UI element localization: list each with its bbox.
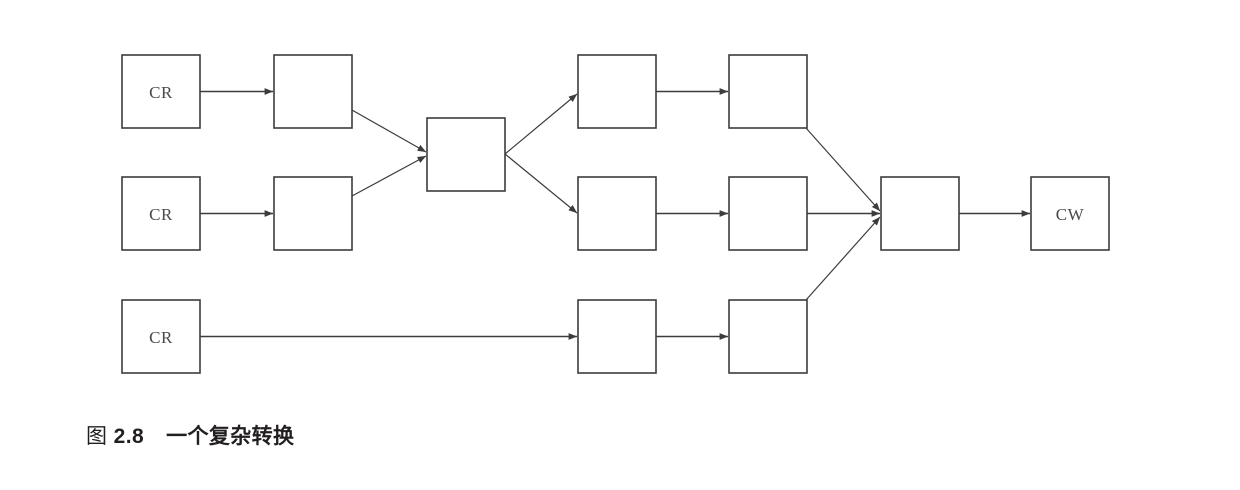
edge-merge1-to-n4a	[504, 153, 578, 214]
caption-number: 2.8	[113, 425, 145, 448]
node-n4b[interactable]	[728, 176, 808, 251]
caption-prefix: 图	[86, 425, 108, 448]
edge-group	[200, 88, 1031, 340]
edge-n2b-to-merge1	[351, 155, 427, 197]
node-merge2[interactable]	[880, 176, 960, 251]
node-cr3-label: CR	[149, 328, 173, 347]
node-n5b[interactable]	[728, 299, 808, 374]
edge-merge1-to-n3a	[504, 93, 578, 155]
node-n3a[interactable]	[577, 54, 657, 129]
node-group: CR CR	[121, 54, 1110, 374]
node-cw-label: CW	[1056, 205, 1085, 224]
node-cw[interactable]: CW	[1030, 176, 1110, 251]
figure-caption: 图 2.8 一个复杂转换	[86, 420, 294, 450]
node-n4a[interactable]	[577, 176, 657, 251]
node-cr1-label: CR	[149, 83, 173, 102]
node-n2b[interactable]	[273, 176, 353, 251]
node-n5a[interactable]	[577, 299, 657, 374]
edge-n5b-to-merge2	[805, 216, 881, 301]
edge-n3b-to-merge2	[805, 127, 881, 212]
complex-transformation-diagram: CR CR	[121, 54, 1110, 374]
node-cr1[interactable]: CR	[121, 54, 201, 129]
node-n3b[interactable]	[728, 54, 808, 129]
edge-n1b-to-merge1	[351, 109, 427, 153]
node-n1b[interactable]	[273, 54, 353, 129]
node-cr2-label: CR	[149, 205, 173, 224]
node-cr3[interactable]: CR	[121, 299, 201, 374]
caption-title: 一个复杂转换	[166, 425, 295, 448]
node-merge1[interactable]	[426, 117, 506, 192]
node-cr2[interactable]: CR	[121, 176, 201, 251]
